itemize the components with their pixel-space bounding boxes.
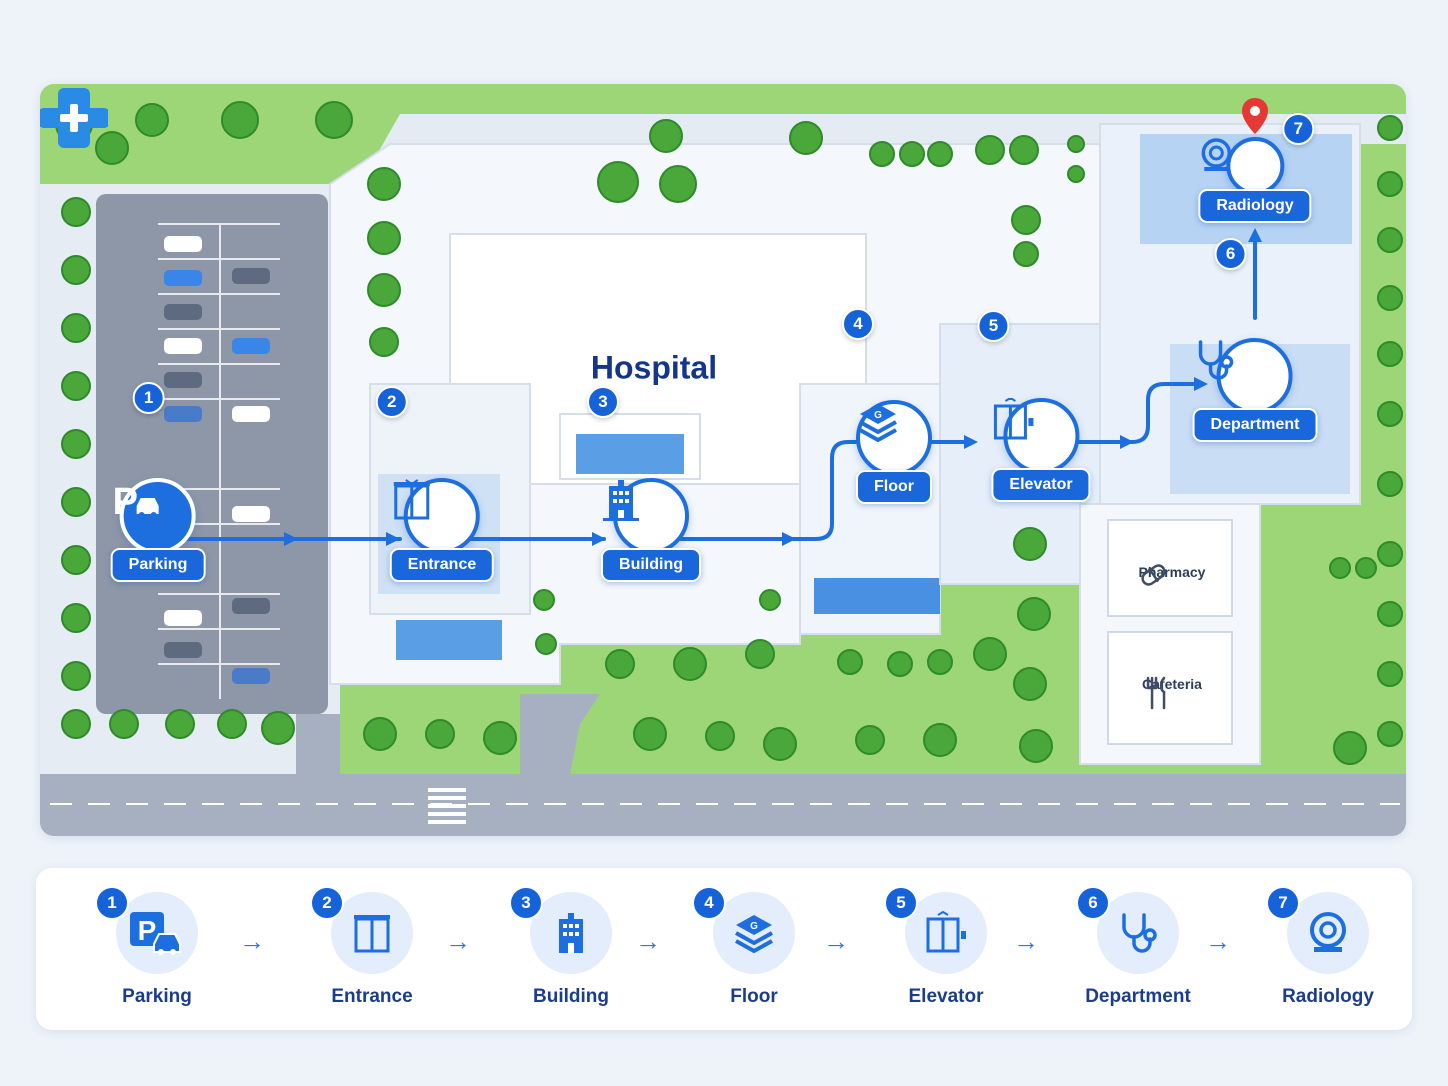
route-node-building[interactable]: 3 Building [587,386,701,582]
route-node-label: Entrance [389,548,495,582]
floor-layers-icon: G [713,892,795,974]
route-node-label: Floor [856,470,932,504]
parking-icon: P [116,892,198,974]
parking-lines [158,223,280,699]
step-number: 1 [95,886,129,920]
step-badge: 6 [1214,238,1247,270]
route-node-label: Parking [110,548,206,582]
step-radiology[interactable]: 7 Radiology [1238,886,1418,1008]
step-badge: 3 [587,386,620,418]
route-node-entrance[interactable]: 2 Entrance [375,386,495,582]
step-number: 2 [310,886,344,920]
parking-lot [96,194,328,714]
parked-cars [164,236,270,684]
poi-pharmacy[interactable]: Pharmacy [1139,564,1205,586]
building-icon [530,892,612,974]
elevator-icon [993,398,1079,474]
step-parking[interactable]: 1 P Parking [67,886,247,1008]
scanner-icon [1287,892,1369,974]
pill-icon [1141,564,1166,586]
floor-letter: G [750,921,758,932]
route-node-label: Building [601,548,701,582]
route-steps-bar: 1 P Parking → 2 Entrance → 3 [36,868,1412,1030]
step-label: Department [1085,986,1191,1007]
route-node-elevator[interactable]: 5 Elevator [977,310,1091,502]
stethoscope-icon [1198,338,1293,414]
svg-text:P: P [138,915,157,946]
step-number: 3 [509,886,543,920]
route-node-label: Department [1192,408,1318,442]
stethoscope-icon [1097,892,1179,974]
step-badge: 1 [132,382,165,414]
step-floor[interactable]: 4 G Floor [664,886,844,1008]
step-number: 7 [1266,886,1300,920]
step-label: Building [533,986,609,1007]
poi-cafeteria[interactable]: Cafeteria [1142,676,1202,710]
access-road [296,714,340,774]
svg-text:P: P [113,481,138,522]
elevator-icon [905,892,987,974]
step-label: Elevator [908,986,984,1007]
cutlery-icon [1146,676,1166,710]
step-arrow: → [635,926,661,956]
door-icon [393,478,480,554]
step-arrow: → [1013,926,1039,956]
step-label: Parking [122,986,192,1007]
step-elevator[interactable]: 5 Elevator [856,886,1036,1008]
route-node-label: Elevator [991,468,1091,502]
step-badge: 2 [375,386,408,418]
step-badge: 4 [842,308,874,340]
route-node-floor[interactable]: 4 G Floor [842,308,932,504]
step-label: Radiology [1282,986,1374,1007]
step-arrow: → [1205,926,1231,956]
floor-letter: G [874,410,882,421]
step-arrow: → [239,926,265,956]
drop-off-road [520,694,600,774]
parking-icon: P [113,478,196,554]
step-label: Entrance [331,986,413,1007]
hospital-cross-icon [40,88,108,148]
step-entrance[interactable]: 2 Entrance [282,886,462,1008]
floor-layers-icon: G [856,400,932,476]
step-number: 5 [884,886,918,920]
step-building[interactable]: 3 Building [481,886,661,1008]
route-node-parking[interactable]: 1 P Parking [110,382,206,582]
step-number: 4 [692,886,726,920]
step-badge: 5 [977,310,1010,342]
door-icon [331,892,413,974]
campus-map[interactable]: Hospital Pharmacy Cafeteria 1 P Parking [40,84,1406,836]
step-arrow: → [445,926,471,956]
step-arrow: → [823,926,849,956]
route-node-radiology[interactable]: 7 Radiology [1198,113,1315,223]
building-icon [603,478,689,554]
step-label: Floor [730,986,778,1007]
hospital-title: Hospital [590,349,718,386]
scanner-icon [1201,137,1284,195]
route-node-department[interactable]: 6 Department [1192,238,1318,442]
step-badge: 7 [1282,113,1315,145]
route-arrowheads [284,228,1262,546]
crosswalk [428,788,466,824]
step-number: 6 [1076,886,1110,920]
step-department[interactable]: 6 Department [1048,886,1228,1008]
destination-pin-icon[interactable] [1240,96,1270,136]
route-node-label: Radiology [1198,189,1312,223]
main-road [40,774,1406,836]
